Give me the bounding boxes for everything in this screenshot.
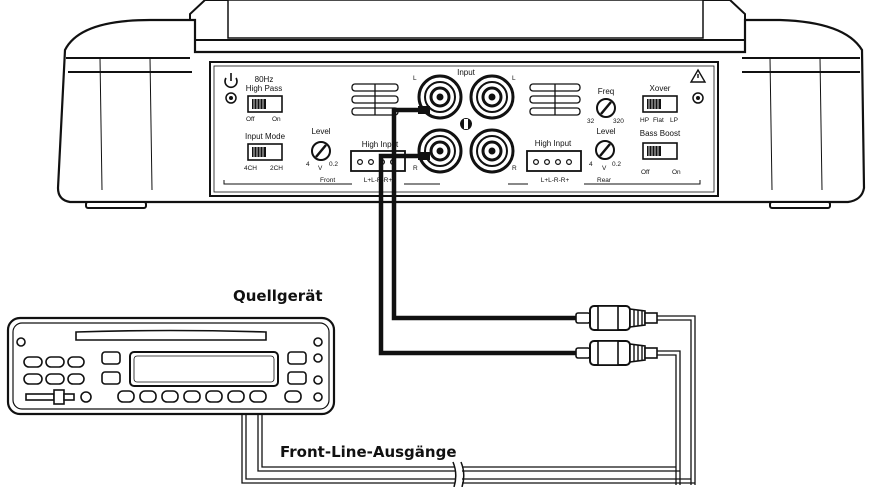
rear-ch-r: R bbox=[512, 165, 517, 172]
preset-buttons-left[interactable] bbox=[16, 337, 121, 385]
rear-level-max: 0.2 bbox=[612, 161, 621, 168]
cd-slot bbox=[75, 329, 267, 341]
front-level-unit: V bbox=[318, 165, 323, 172]
rear-section-label: Rear bbox=[597, 177, 612, 184]
input-label: Input bbox=[457, 68, 476, 77]
rca-rear-right[interactable] bbox=[469, 128, 515, 174]
rear-level-knob[interactable] bbox=[595, 140, 615, 160]
front-level-min: 4 bbox=[306, 161, 310, 168]
rca-rear-left[interactable] bbox=[469, 74, 515, 120]
ground-screw-icon bbox=[460, 118, 472, 130]
xover-label: Xover bbox=[650, 84, 671, 93]
input-mode-switch[interactable] bbox=[247, 143, 283, 161]
front-section-label: Front bbox=[320, 177, 335, 184]
bass-boost-switch[interactable] bbox=[642, 142, 678, 160]
rca-cable-right bbox=[378, 153, 580, 356]
freq-knob[interactable] bbox=[596, 98, 616, 118]
hpf-freq-label: 80Hz bbox=[255, 75, 274, 84]
rear-high-input-label: High Input bbox=[535, 139, 572, 148]
rear-ch-l: L bbox=[512, 75, 516, 82]
xover-flat: Flat bbox=[653, 117, 664, 124]
preset-buttons-right[interactable] bbox=[284, 337, 323, 403]
rear-high-input-pins: L+L-R-R+ bbox=[541, 177, 570, 184]
rear-level-min: 4 bbox=[589, 161, 593, 168]
front-level-max: 0.2 bbox=[329, 161, 338, 168]
hpf-label: High Pass bbox=[246, 84, 282, 93]
bass-boost-label: Bass Boost bbox=[640, 129, 681, 138]
xover-hp: HP bbox=[640, 117, 649, 124]
rca-plug-top bbox=[575, 305, 658, 331]
bass-off: Off bbox=[641, 169, 650, 176]
input-mode-4ch: 4CH bbox=[244, 165, 257, 172]
front-high-input-pins: L+L-R-R+ bbox=[364, 177, 393, 184]
front-ch-r: R bbox=[413, 165, 418, 172]
freq-max: 320 bbox=[613, 118, 624, 125]
panel-vents-right bbox=[529, 83, 581, 116]
panel-vents-left bbox=[351, 83, 399, 116]
front-line-outputs-caption: Front-Line-Ausgänge bbox=[280, 443, 457, 461]
preset-buttons-bottom[interactable] bbox=[117, 390, 267, 403]
rear-level-unit: V bbox=[602, 165, 607, 172]
input-mode-2ch: 2CH bbox=[270, 165, 283, 172]
rca-plug-bottom bbox=[575, 340, 658, 366]
front-level-label: Level bbox=[311, 127, 330, 136]
xover-switch[interactable] bbox=[642, 95, 678, 113]
input-mode-label: Input Mode bbox=[245, 132, 286, 141]
display-screen bbox=[129, 351, 279, 387]
front-ch-l: L bbox=[413, 75, 417, 82]
rca-front-right[interactable] bbox=[417, 128, 463, 174]
source-device-caption: Quellgerät bbox=[233, 287, 323, 305]
volume-slider[interactable] bbox=[25, 389, 92, 405]
rca-cable-left bbox=[391, 107, 580, 321]
hpf-on-label: On bbox=[272, 116, 281, 123]
rear-level-label: Level bbox=[596, 127, 615, 136]
warning-icon bbox=[689, 68, 707, 83]
front-level-knob[interactable] bbox=[311, 141, 331, 161]
cable-to-source bbox=[241, 315, 696, 487]
freq-label: Freq bbox=[598, 87, 614, 96]
xover-lp: LP bbox=[670, 117, 678, 124]
hpf-off-label: Off bbox=[246, 116, 255, 123]
power-icon bbox=[224, 73, 238, 89]
bass-on: On bbox=[672, 169, 681, 176]
freq-min: 32 bbox=[587, 118, 595, 125]
rear-high-input-connector[interactable] bbox=[526, 150, 582, 172]
hpf-switch[interactable] bbox=[247, 95, 283, 113]
front-high-input-label: High Input bbox=[362, 140, 399, 149]
